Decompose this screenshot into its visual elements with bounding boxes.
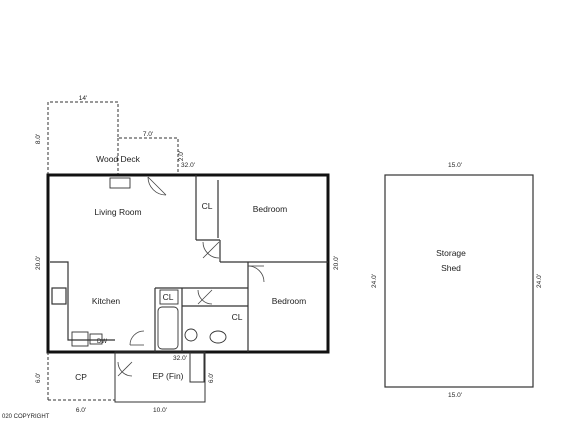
dim-deck-left: 8.0' [35,134,42,144]
storage-shed [384,174,534,388]
sink [209,330,227,344]
copyright-text: 020 COPYRIGHT [2,414,50,420]
closet-box [159,289,179,305]
dim-deck-step-side: 2.0' [178,151,185,161]
label-closet-3: CL [232,312,243,322]
dim-cp-left: 6.0' [35,373,42,383]
dimension-labels: 14' 8.0' 7.0' 2.0' 32.0' 20.0' 20.0' 32.… [35,95,543,414]
label-dw: DW [97,339,107,345]
room-labels: Wood Deck Living Room Bedroom Bedroom Ki… [75,154,466,382]
dim-house-bottom: 32.0' [173,355,187,362]
label-cp: CP [75,372,87,382]
dim-deck-top: 14' [79,95,87,102]
label-shed-line2: Shed [441,263,461,273]
dim-ep-bottom: 10.0' [153,407,167,414]
dim-shed-top: 15.0' [448,162,462,169]
dim-shed-bottom: 15.0' [448,392,462,399]
dim-shed-right: 24.0' [536,274,543,288]
stove [71,331,89,347]
house-outline [46,173,330,354]
label-shed-line1: Storage [436,248,466,258]
label-bedroom-2: Bedroom [272,296,307,306]
dim-ep-right: 6.0' [208,373,215,383]
dim-house-right: 20.0' [333,256,340,270]
label-closet-2: CL [163,292,174,302]
door-swings [117,176,265,377]
label-kitchen: Kitchen [92,296,121,306]
fixtures [71,177,227,350]
label-closet-1: CL [202,201,213,211]
dim-cp-bottom: 6.0' [76,407,86,414]
dim-house-left: 20.0' [35,256,42,270]
label-ep: EP (Fin) [152,371,183,381]
kitchen-sink [89,333,103,345]
bathtub [157,306,179,350]
interior-walls [50,175,328,352]
wood-deck [47,101,179,175]
label-living-room: Living Room [94,207,141,217]
label-wood-deck: Wood Deck [96,154,141,164]
dim-house-top: 32.0' [181,162,195,169]
dim-shed-left: 24.0' [371,274,378,288]
fireplace [109,177,131,189]
toilet [184,328,198,342]
dim-deck-step: 7.0' [143,131,153,138]
lower-rooms [47,351,206,403]
label-bedroom-1: Bedroom [253,204,288,214]
